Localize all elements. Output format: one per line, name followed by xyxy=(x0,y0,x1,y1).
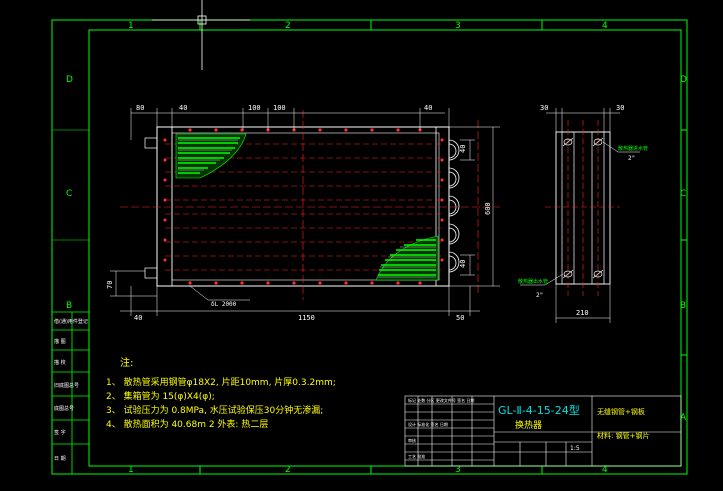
fin-callout: δL 2000 xyxy=(211,301,237,308)
u-bends xyxy=(448,139,460,273)
zone-top-3: 3 xyxy=(455,21,461,31)
dim-40-bottom: 40 xyxy=(134,314,142,322)
zone-bottom-2: 2 xyxy=(285,465,291,475)
zone-left-c: C xyxy=(66,189,72,199)
svg-text:设计 标准化 签名 日期: 设计 标准化 签名 日期 xyxy=(408,421,448,427)
zone-top-4: 4 xyxy=(602,21,608,31)
fixing-holes xyxy=(163,128,444,285)
strip-label-0: 借(通)用件登记 xyxy=(54,318,88,325)
side-left-header xyxy=(561,131,575,285)
outer-border xyxy=(51,19,688,475)
pipe-label-bottom: 2" xyxy=(536,292,543,299)
dim-40-left: 40 xyxy=(179,104,187,112)
title-block xyxy=(404,395,682,467)
left-strip-table xyxy=(52,311,89,474)
front-dimensions xyxy=(110,108,500,316)
dim-40-side-b: 40 xyxy=(459,260,467,268)
dim-30-left: 30 xyxy=(540,104,548,112)
tube-centerlines xyxy=(165,143,442,271)
side-body xyxy=(555,131,611,285)
side-callout-top: 散热器进水管 xyxy=(618,145,648,152)
zone-right-d: D xyxy=(680,75,687,85)
dim-100-a: 100 xyxy=(248,104,261,112)
inner-border xyxy=(88,29,682,467)
svg-text:工艺 批准: 工艺 批准 xyxy=(408,453,425,459)
zone-top-1: 1 xyxy=(128,21,134,31)
fin-section-bottom-right xyxy=(375,235,439,281)
zone-right-a: A xyxy=(680,413,687,423)
zone-labels: 1 2 3 4 1 2 3 4 D C B D C B A xyxy=(66,21,687,475)
strip-label-2: 描 校 xyxy=(54,359,66,366)
zone-left-b: B xyxy=(66,301,72,311)
drawing-frame xyxy=(51,19,688,475)
outlet-pipe xyxy=(144,267,158,279)
drawing-number: GL-Ⅱ-4-15-24型 xyxy=(498,403,580,417)
right-header xyxy=(435,126,450,287)
strip-label-1: 描 图 xyxy=(54,338,66,345)
title-block-text: GL-Ⅱ-4-15-24型 换热器 无缝钢管+钢板 材料: 钢管+钢片 1:5 … xyxy=(408,397,649,459)
svg-text:审核: 审核 xyxy=(408,437,416,443)
zone-top-2: 2 xyxy=(285,21,291,31)
front-view xyxy=(120,110,500,300)
strip-label-3: 旧底图总号 xyxy=(54,382,79,389)
strip-label-6: 日 期 xyxy=(54,456,66,462)
svg-text:标记 处数 分区 更改文件号 签名 日期: 标记 处数 分区 更改文件号 签名 日期 xyxy=(408,397,474,403)
drawing-name: 换热器 xyxy=(515,419,542,431)
dim-80: 80 xyxy=(136,104,144,112)
zone-right-c: C xyxy=(680,189,686,199)
zone-left-d: D xyxy=(66,75,73,85)
note-1: 1、 散热管采用钢管φ18X2, 片距10mm, 片厚0.3.2mm; xyxy=(106,376,336,388)
strip-label-4: 底图总号 xyxy=(54,405,74,412)
side-callout-bottom: 散热器出水管 xyxy=(518,278,548,285)
zone-bottom-1: 1 xyxy=(128,465,134,475)
dim-40-side-a: 40 xyxy=(459,145,467,153)
zone-bottom-4: 4 xyxy=(602,465,608,475)
side-view: 散热器进水管 散热器出水管 2" 2" xyxy=(518,120,648,299)
fin-section-top-left xyxy=(175,133,247,179)
zone-right-b: B xyxy=(680,301,686,311)
dim-210: 210 xyxy=(576,309,589,317)
dim-100-b: 100 xyxy=(273,104,286,112)
note-2: 2、 集箱管为 15(φ)X4(φ); xyxy=(106,390,215,402)
cad-crosshair[interactable] xyxy=(152,0,250,70)
left-header xyxy=(156,126,173,287)
dim-length: 1150 xyxy=(298,314,315,322)
dim-40-right: 40 xyxy=(424,104,432,112)
inlet-pipe xyxy=(144,137,158,149)
notes-heading: 注: xyxy=(120,356,133,369)
side-right-header xyxy=(591,131,605,285)
side-dimensions xyxy=(546,108,620,323)
note-3: 3、 试验压力为 0.8MPa, 水压试验保压30分钟无渗漏; xyxy=(106,404,323,416)
strip-label-5: 签 字 xyxy=(54,429,66,436)
technical-notes: 注: 1、 散热管采用钢管φ18X2, 片距10mm, 片厚0.3.2mm; 2… xyxy=(106,356,336,430)
scale-value: 1:5 xyxy=(570,445,580,452)
note-4: 4、 散热面积为 40.68m 2 外表: 热二层 xyxy=(106,418,268,430)
left-strip-labels: 借(通)用件登记 描 图 描 校 旧底图总号 底图总号 签 字 日 期 xyxy=(54,318,88,462)
pipe-label-top: 2" xyxy=(628,155,635,162)
front-dimension-text: 80 40 100 100 40 40 40 600 70 40 1150 50… xyxy=(106,104,492,322)
side-dimension-text: 30 30 210 xyxy=(540,104,624,317)
dim-30-right: 30 xyxy=(616,104,624,112)
dim-50: 50 xyxy=(456,314,464,322)
spec-label: 无缝钢管+钢板 xyxy=(597,407,645,416)
zone-bottom-3: 3 xyxy=(455,465,461,475)
dim-70: 70 xyxy=(106,281,114,289)
dim-height: 600 xyxy=(484,202,492,215)
material-label: 材料: 钢管+钢片 xyxy=(597,431,649,440)
